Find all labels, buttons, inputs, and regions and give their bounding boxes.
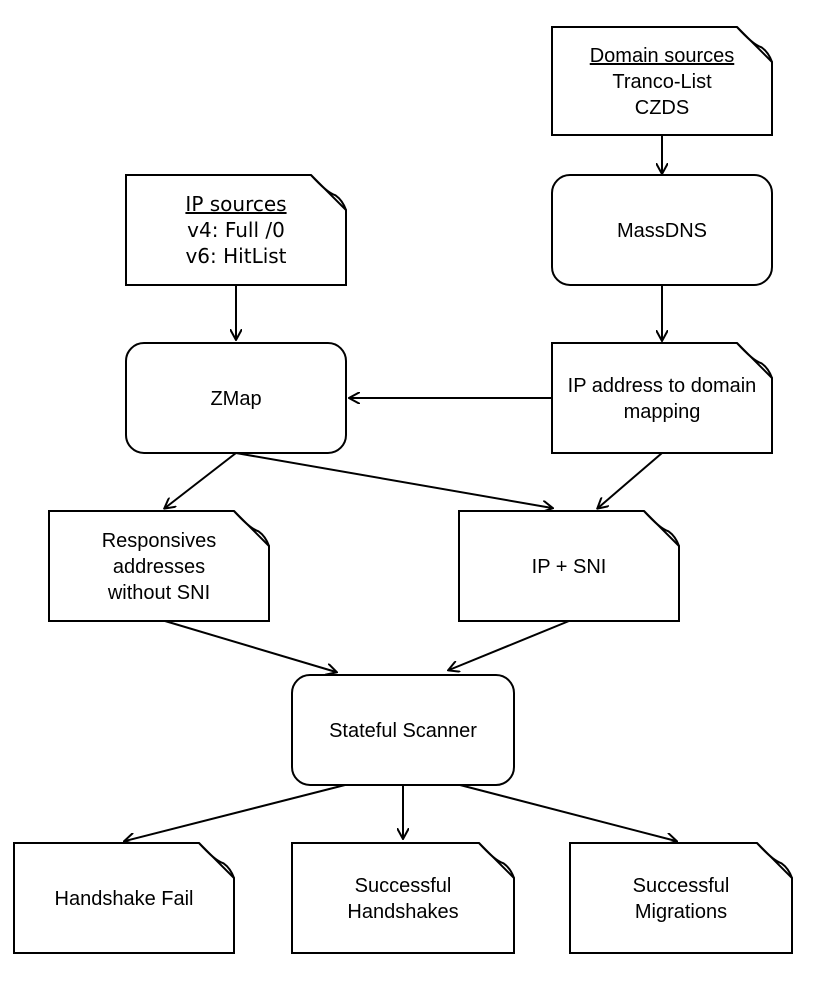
edge-zmap-to-responsive-addresses	[165, 452, 237, 508]
note-shape	[551, 26, 773, 136]
node-label: MassDNS	[617, 220, 707, 242]
node-massdns: MassDNS	[551, 174, 773, 286]
note-fold	[736, 26, 773, 63]
edge-ip-domain-mapping-to-ip-sni	[598, 452, 663, 508]
note-shape	[125, 174, 347, 286]
note-fold	[643, 510, 680, 547]
edge-responsive-addresses-to-stateful-scanner	[164, 620, 336, 672]
node-label: addresses	[113, 556, 205, 578]
node-label: CZDS	[635, 97, 689, 119]
note-fold	[233, 510, 270, 547]
node-label: Migrations	[635, 901, 727, 923]
node-label: ZMap	[210, 388, 261, 410]
node-stateful-scanner: Stateful Scanner	[291, 674, 515, 786]
edge-zmap-to-ip-sni	[235, 452, 552, 508]
node-shape	[125, 342, 347, 454]
edges-layer	[125, 135, 676, 841]
note-fold	[756, 842, 793, 879]
note-fold	[310, 174, 347, 211]
note-shape	[13, 842, 235, 954]
node-label: without SNI	[107, 582, 210, 604]
node-label: v4: Full /0	[187, 218, 285, 242]
note-fold	[736, 342, 773, 379]
node-label: IP + SNI	[532, 556, 607, 578]
node-label: Handshakes	[347, 901, 458, 923]
node-ip-sni: IP + SNI	[458, 510, 680, 622]
node-label: Successful	[633, 875, 730, 897]
node-shape	[551, 174, 773, 286]
node-label: mapping	[624, 401, 701, 423]
node-label: Responsives	[102, 530, 217, 552]
node-ip-domain-mapping: IP address to domain mapping	[551, 342, 773, 454]
note-shape	[458, 510, 680, 622]
note-fold	[478, 842, 515, 879]
node-zmap: ZMap	[125, 342, 347, 454]
node-title: Domain sources	[590, 45, 735, 67]
edge-ip-sni-to-stateful-scanner	[449, 620, 570, 670]
note-shape	[569, 842, 793, 954]
node-label: Handshake Fail	[55, 888, 194, 910]
node-label: Stateful Scanner	[329, 720, 477, 742]
note-shape	[551, 342, 773, 454]
note-shape	[291, 842, 515, 954]
edge-stateful-scanner-to-successful-migrations	[459, 784, 676, 841]
note-fold	[198, 842, 235, 879]
node-responsive-addresses: Responsives addresses without SNI	[48, 510, 270, 622]
edge-stateful-scanner-to-handshake-fail	[125, 784, 346, 841]
node-label: Tranco-List	[612, 71, 712, 93]
node-label: IP address to domain	[568, 375, 757, 397]
node-label: v6: HitList	[185, 244, 286, 268]
note-shape	[48, 510, 270, 622]
node-handshake-fail: Handshake Fail	[13, 842, 235, 954]
node-shape	[291, 674, 515, 786]
node-title: IP sources	[185, 192, 286, 216]
node-label: Successful	[355, 875, 452, 897]
